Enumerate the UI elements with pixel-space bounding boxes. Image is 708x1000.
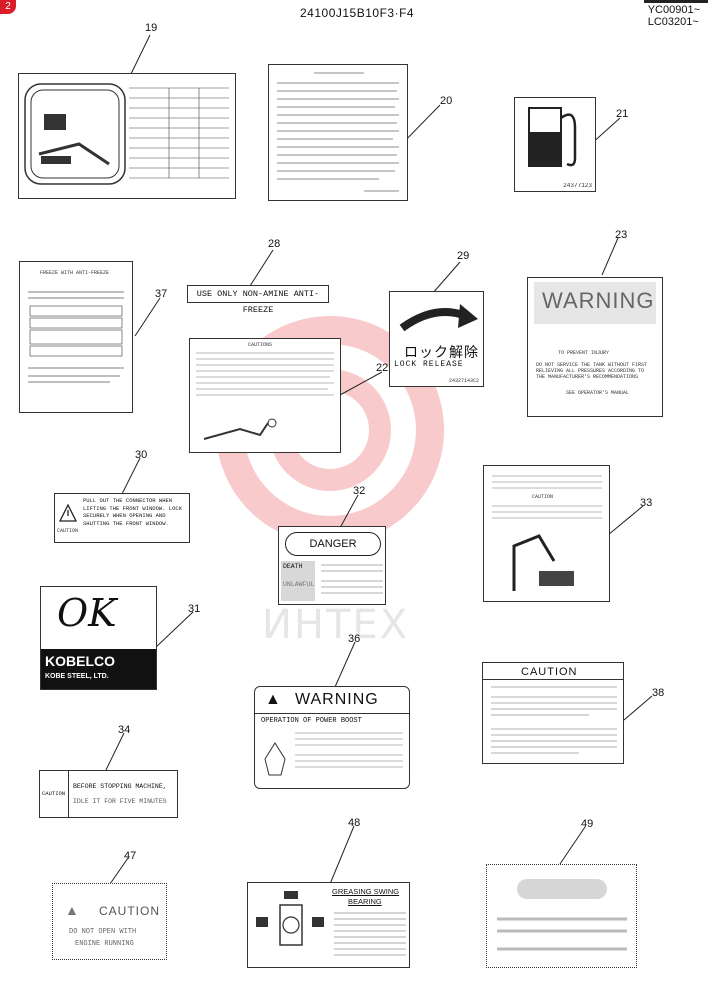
danger-heading: DANGER (285, 532, 381, 556)
excavator-reach-icon (492, 475, 602, 591)
decal-48: GREASING SWING BEARING (247, 882, 410, 968)
decal-34-line1: BEFORE STOPPING MACHINE, (73, 783, 167, 790)
caution-heading: CAUTION (99, 904, 160, 918)
warning-triangle-icon (59, 504, 77, 522)
warning-triangle-icon: ▲ (265, 691, 281, 708)
form-table-icon (28, 291, 124, 383)
caution-heading: CAUTION (521, 666, 578, 678)
greasing-title: GREASING SWING (332, 887, 400, 896)
decal-47-line2: ENGINE RUNNING (75, 940, 134, 948)
callout-38: 38 (652, 687, 665, 699)
decal-22: CAUTIONS (189, 338, 341, 453)
callout-30: 30 (135, 449, 148, 461)
callout-33: 33 (640, 497, 653, 509)
decal-20 (268, 64, 408, 201)
excavator-diagram-icon (24, 83, 229, 185)
decal-36: ▲ WARNING OPERATION OF POWER BOOST (254, 686, 410, 789)
decal-21: 24377123 (514, 97, 596, 192)
callout-28: 28 (268, 238, 281, 250)
decal-33: CAUTION (483, 465, 610, 602)
decal-29-code: 24327143C2 (448, 378, 479, 384)
decal-31: OK KOBELCO KOBE STEEL, LTD. (40, 586, 157, 690)
warning-body: DO NOT SERVICE THE TANK WITHOUT FIRST RE… (536, 362, 648, 380)
decal-32: DANGER DEATH UNLAWFUL (278, 526, 386, 605)
cautions-title: CAUTIONS (248, 342, 273, 348)
warning-heading: WARNING (542, 288, 655, 313)
text-lines-icon (334, 912, 406, 956)
kobe-steel-text: KOBE STEEL, LTD. (45, 673, 109, 680)
danger-death: DEATH (283, 563, 303, 570)
hand-lever-icon (264, 732, 403, 776)
callout-20: 20 (440, 95, 453, 107)
decal-34: CAUTION BEFORE STOPPING MACHINE, IDLE IT… (39, 770, 178, 818)
callout-29: 29 (457, 250, 470, 262)
warning-subhead: TO PREVENT INJURY (558, 350, 610, 356)
serial-bar (644, 0, 708, 3)
danger-unlawful: UNLAWFUL (283, 581, 315, 588)
decal-30: CAUTION PULL OUT THE CONNECTOR WHEN LIFT… (54, 493, 190, 543)
callout-49: 49 (581, 818, 594, 830)
watermark-text: ИНТЕХ (262, 602, 410, 648)
callout-32: 32 (353, 485, 366, 497)
kobelco-logo: KOBELCO (45, 653, 115, 669)
decal-47: ▲ CAUTION DO NOT OPEN WITH ENGINE RUNNIN… (52, 883, 167, 960)
warning-triangle-icon: ▲ (65, 902, 79, 918)
decal-37: FREEZE WITH ANTI-FREEZE (19, 261, 133, 413)
serial-range: YC00901~ LC03201~ (648, 4, 700, 28)
fuel-pump-icon (528, 107, 577, 167)
callout-47: 47 (124, 850, 137, 862)
warning-footer: SEE OPERATOR'S MANUAL (566, 390, 630, 396)
lock-release-en: LOCK RELEASE (394, 360, 464, 369)
decal-33-caution: CAUTION (532, 494, 554, 500)
callout-34: 34 (118, 724, 131, 736)
decal-49 (486, 864, 637, 968)
text-lines-icon (491, 686, 617, 754)
lock-release-jp: ロック解除 (404, 345, 479, 361)
decal-37-title: FREEZE WITH ANTI-FREEZE (40, 270, 110, 276)
ok-signature: OK (57, 591, 117, 635)
decal-38: CAUTION (482, 662, 624, 764)
decal-19 (18, 73, 236, 199)
page-badge: 2 (0, 0, 16, 14)
text-lines-icon (321, 564, 383, 594)
power-boost-title: OPERATION OF POWER BOOST (261, 717, 362, 725)
decal-28: USE ONLY NON-AMINE ANTI-FREEZE (187, 285, 329, 315)
callout-31: 31 (188, 603, 201, 615)
callout-23: 23 (615, 229, 628, 241)
swing-bearing-icon (256, 891, 324, 946)
serial-line-2: LC03201~ (647, 16, 699, 28)
decal-23: WARNING TO PREVENT INJURY DO NOT SERVICE… (527, 277, 663, 417)
callout-21: 21 (616, 108, 629, 120)
callout-19: 19 (145, 22, 158, 34)
faded-text-icon (497, 917, 627, 951)
decal-29: ロック解除 LOCK RELEASE 24327143C2 (389, 291, 484, 387)
callout-37: 37 (155, 288, 168, 300)
callout-36: 36 (348, 633, 361, 645)
power-boost-heading: WARNING (295, 691, 379, 708)
text-lines-icon (277, 72, 399, 192)
decal-21-code: 24377123 (563, 183, 592, 189)
part-code: 24100J15B10F3·F4 (300, 6, 415, 20)
boom-diagram-icon (196, 352, 334, 440)
curved-arrow-icon (399, 304, 478, 332)
callout-48: 48 (348, 817, 361, 829)
decal-34-side: CAUTION (42, 790, 66, 797)
decal-30-text: PULL OUT THE CONNECTOR WHEN LIFTING THE … (83, 497, 183, 527)
callout-22: 22 (376, 362, 389, 374)
decal-30-caution: CAUTION (57, 528, 79, 534)
greasing-title-2: BEARING (348, 897, 382, 906)
decal-47-line1: DO NOT OPEN WITH (69, 928, 137, 936)
decal-34-line2: IDLE IT FOR FIVE MINUTES (73, 798, 167, 805)
serial-line-1: YC00901~ (647, 4, 700, 16)
